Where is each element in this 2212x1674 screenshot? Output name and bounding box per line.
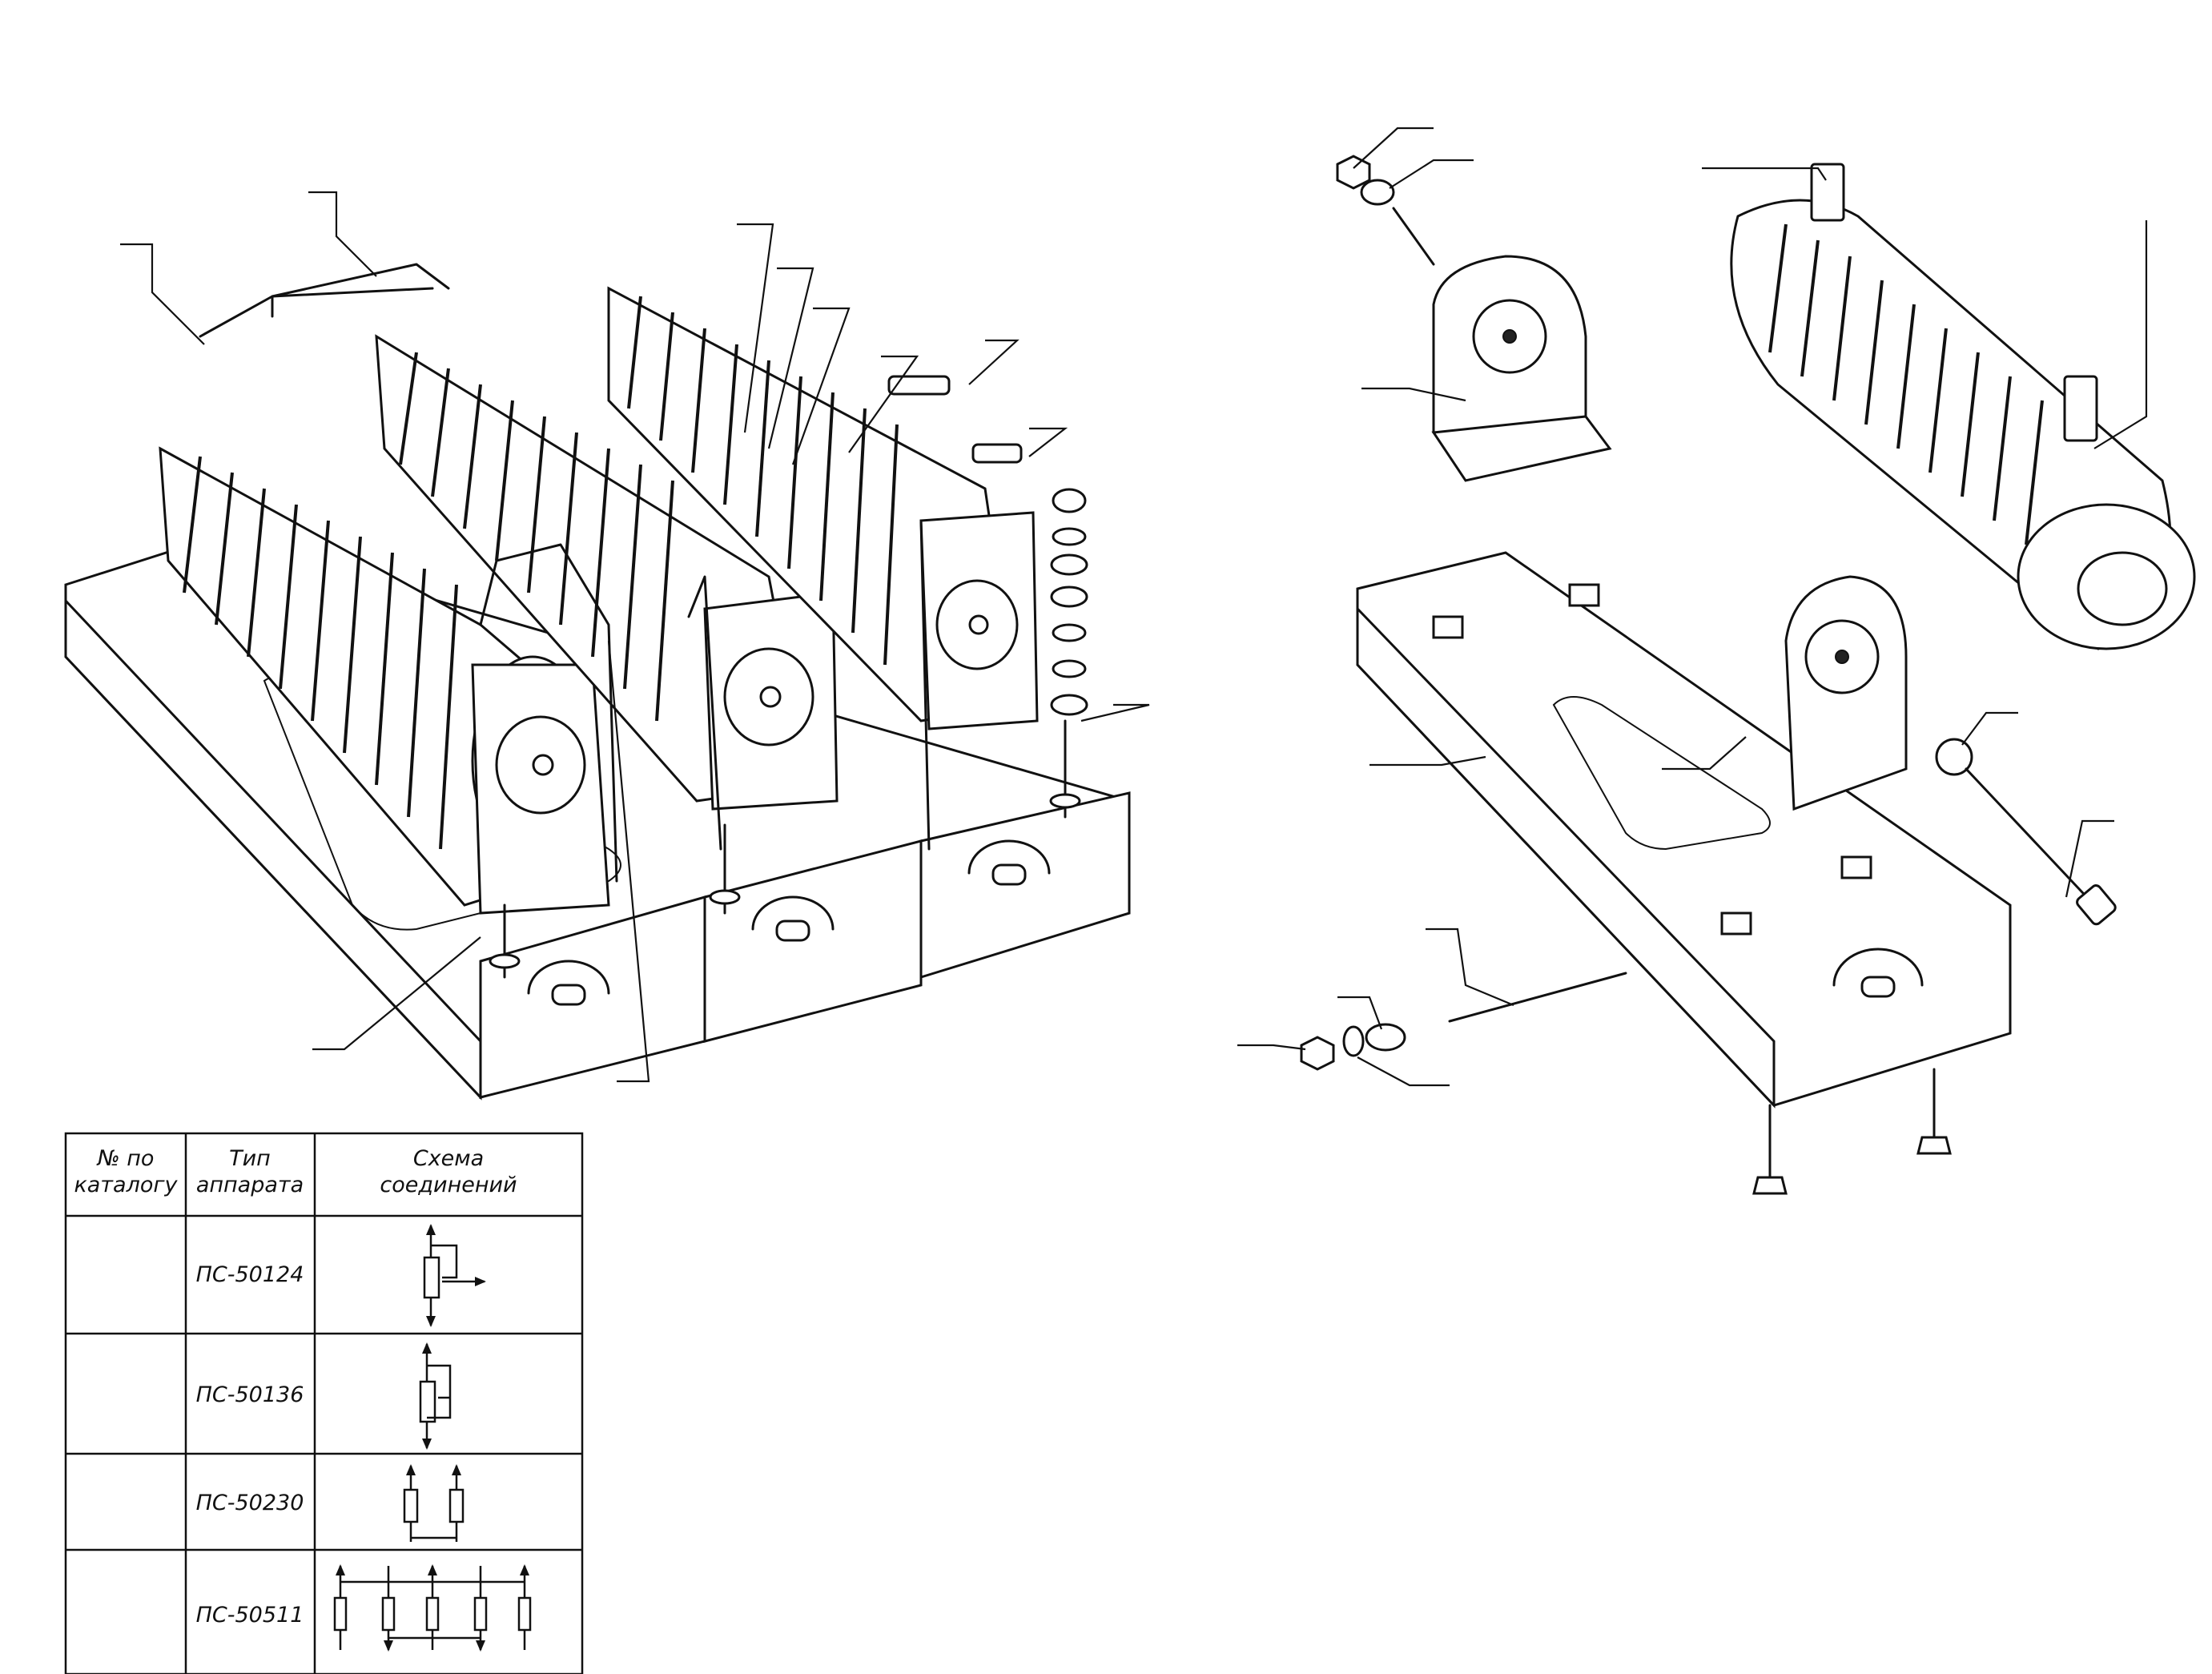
resistor-tube-exploded [1730, 163, 2196, 650]
left-resistor-tube-middle [375, 334, 839, 811]
row-4-device-type: ПС-50511 [196, 1603, 304, 1628]
left-rheostat-assembly [64, 191, 1150, 1101]
right-callout-leaders [1237, 127, 2148, 1087]
left-resistor-tube-front [159, 446, 610, 915]
row-1-device-type: ПС-50124 [196, 1262, 304, 1287]
left-resistor-tube-rear [607, 286, 1039, 730]
five-resistors-network-schematic-icon [333, 1564, 532, 1652]
left-jumper-wires [199, 263, 931, 883]
two-resistors-series-schematic-icon [403, 1464, 465, 1542]
header-device-type-line2: аппарата [196, 1173, 304, 1197]
row-3-device-type: ПС-50230 [196, 1491, 304, 1515]
header-catalog-no-line1: № по [96, 1146, 155, 1171]
catalog-table: № по каталогу Тип аппарата Схема соедине… [64, 1132, 584, 1674]
left-terminal-studs [489, 719, 1081, 979]
right-base-plate [1356, 551, 2012, 1109]
header-catalog-no-line2: каталогу [74, 1173, 178, 1197]
right-loose-parts [1300, 738, 2117, 1195]
left-loose-fasteners [887, 375, 1088, 716]
rheostat-with-tap-schematic-icon [423, 1224, 486, 1327]
upper-stud-set [1336, 155, 1435, 266]
end-bracket-lower [1784, 575, 1908, 811]
right-exploded-view [1237, 127, 2196, 1195]
end-bracket-upper [1431, 255, 1612, 482]
row-2-device-type: ПС-50136 [196, 1382, 304, 1407]
header-wiring-scheme-line1: Схема [413, 1146, 484, 1171]
header-device-type-line1: Тип [229, 1146, 271, 1171]
rheostat-shorted-slider-schematic-icon [419, 1342, 452, 1450]
header-wiring-scheme-line2: соединений [380, 1173, 517, 1197]
left-callout-leaders [120, 191, 1150, 1083]
